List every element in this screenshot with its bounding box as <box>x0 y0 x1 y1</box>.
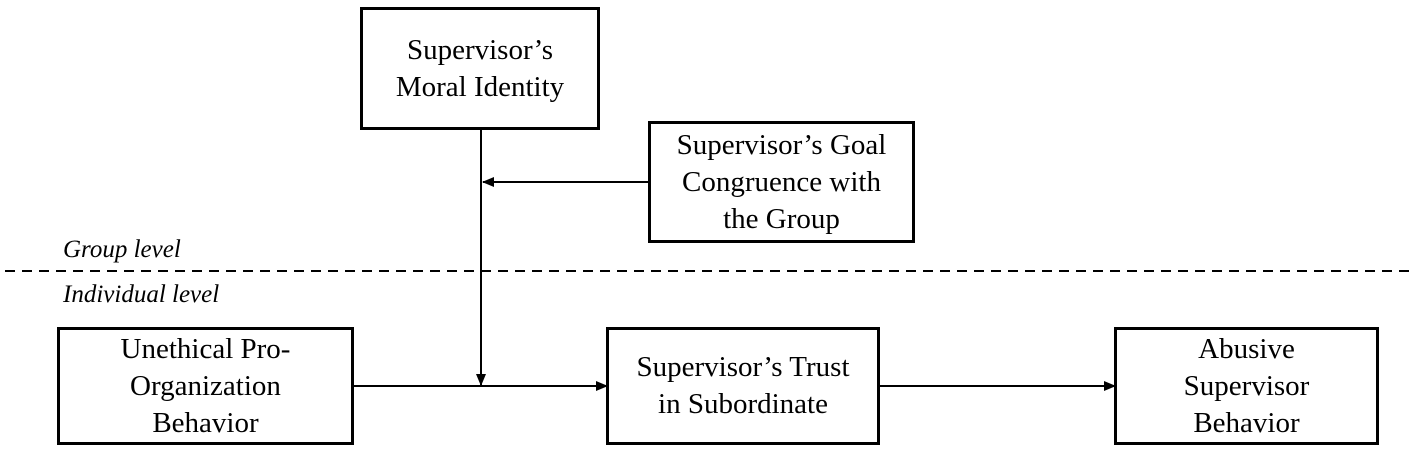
moral-identity-box: Supervisor’s Moral Identity <box>360 7 600 130</box>
moral-identity-line-2: Moral Identity <box>395 70 565 103</box>
upb-box: Unethical Pro- Organization Behavior <box>57 327 354 445</box>
abusive-line-1: Abusive <box>1198 332 1295 365</box>
trust-line-2: in Subordinate <box>658 388 828 420</box>
moral-identity-line-1: Supervisor’s <box>406 33 554 66</box>
upb-line-2: Organization <box>130 369 281 402</box>
goal-congruence-box: Supervisor’s Goal Congruence with the Gr… <box>648 121 915 243</box>
goal-congruence-line-3: the Group <box>723 202 840 235</box>
abusive-line-2: Supervisor <box>1183 369 1310 402</box>
abusive-box: Abusive Supervisor Behavior <box>1114 327 1379 445</box>
trust-line-1: Supervisor’s Trust <box>636 351 850 383</box>
abusive-line-3: Behavior <box>1193 406 1300 439</box>
group-level-label: Group level <box>63 236 181 263</box>
goal-congruence-line-1: Supervisor’s Goal <box>676 128 887 161</box>
individual-level-label: Individual level <box>63 281 220 308</box>
goal-congruence-line-2: Congruence with <box>682 165 881 198</box>
upb-line-3: Behavior <box>152 406 259 439</box>
trust-box: Supervisor’s Trust in Subordinate <box>606 327 880 445</box>
upb-line-1: Unethical Pro- <box>120 332 291 365</box>
